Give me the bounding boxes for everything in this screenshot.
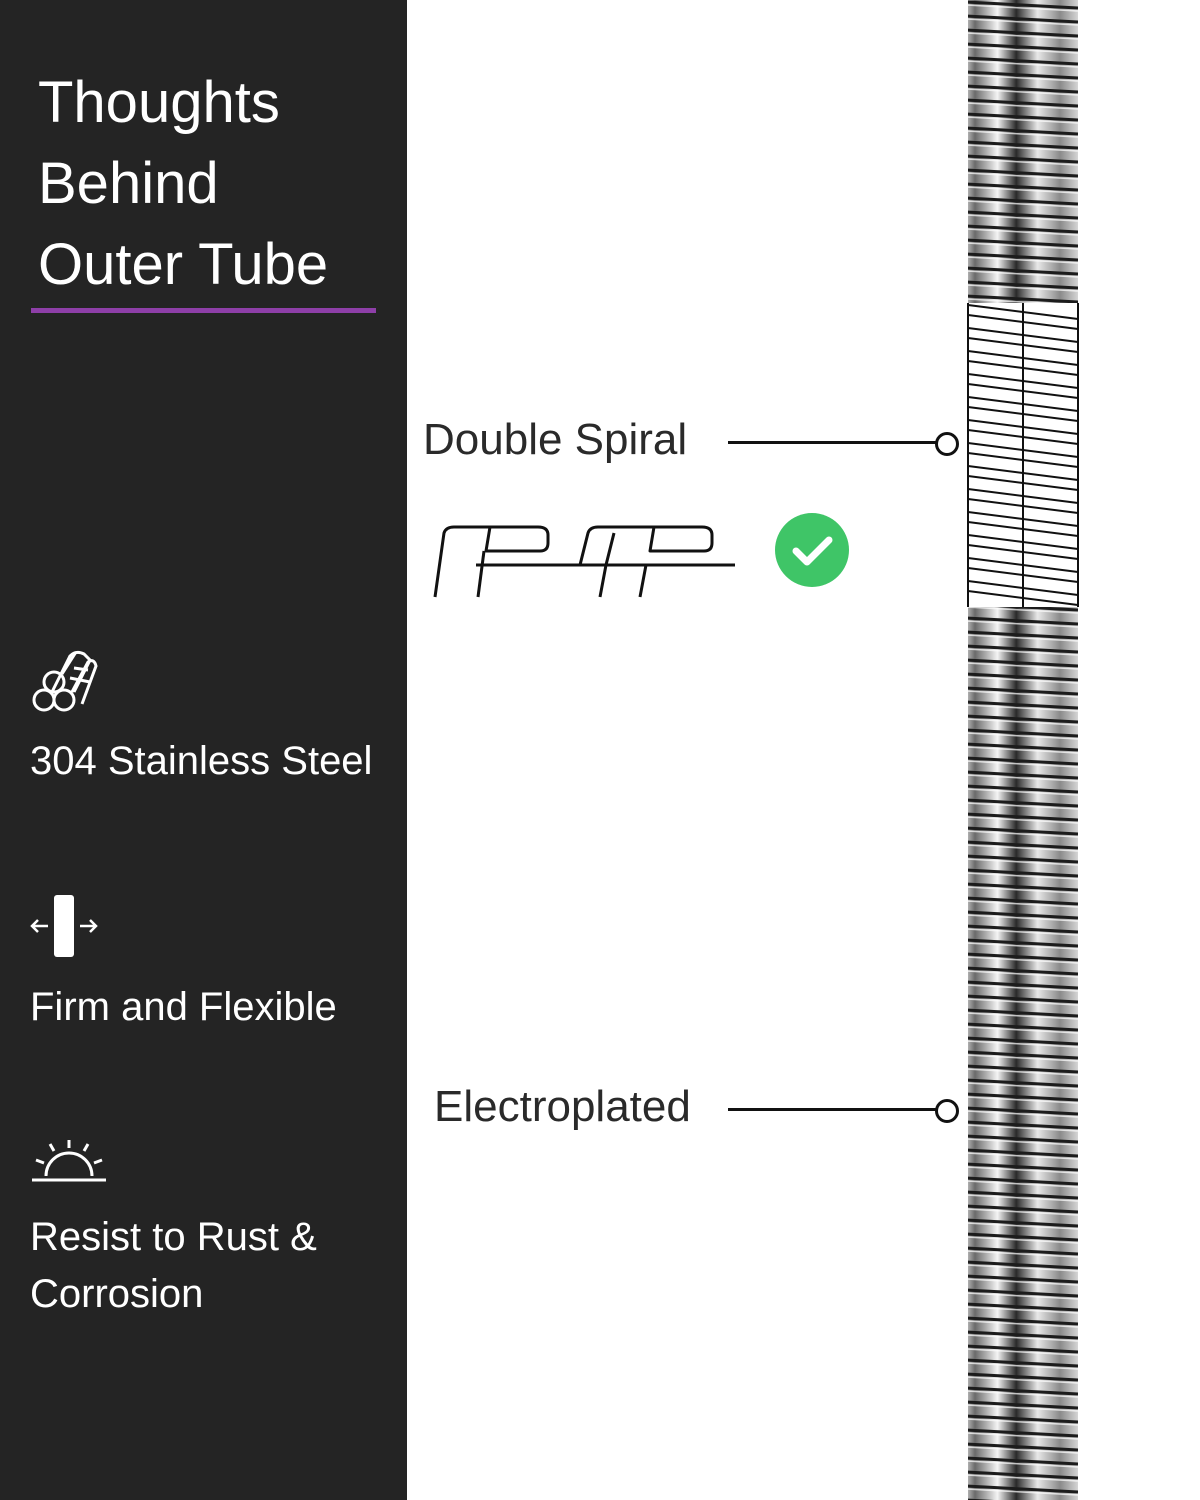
sidebar: Thoughts Behind Outer Tube 304 Stainless… <box>0 0 407 1500</box>
double-spiral-profile-icon <box>433 525 735 598</box>
callout-dot-electroplated <box>935 1099 959 1123</box>
title-line-2: Behind <box>38 151 219 216</box>
feature-label-rust-line-1: Resist to Rust & <box>30 1215 317 1259</box>
callout-label-double-spiral: Double Spiral <box>423 415 688 464</box>
steel-rods-icon <box>32 650 98 712</box>
title-underline <box>31 308 376 313</box>
callout-line-double-spiral <box>728 441 938 444</box>
callout-dot-double-spiral <box>935 432 959 456</box>
callout-label-electroplated: Electroplated <box>434 1082 691 1131</box>
feature-label-firm-flexible: Firm and Flexible <box>30 985 337 1029</box>
page-title: Thoughts Behind Outer Tube <box>38 62 378 305</box>
flex-arrows-icon <box>30 895 98 957</box>
callout-line-electroplated <box>728 1108 938 1111</box>
title-line-3: Outer Tube <box>38 232 329 297</box>
sunrise-icon <box>32 1140 106 1182</box>
feature-label-stainless-steel: 304 Stainless Steel <box>30 739 373 783</box>
title-line-1: Thoughts <box>38 70 280 135</box>
check-icon <box>792 536 833 566</box>
steel-hose-icon <box>967 0 1079 1500</box>
feature-label-rust-line-2: Corrosion <box>30 1272 204 1316</box>
check-badge <box>775 513 849 587</box>
